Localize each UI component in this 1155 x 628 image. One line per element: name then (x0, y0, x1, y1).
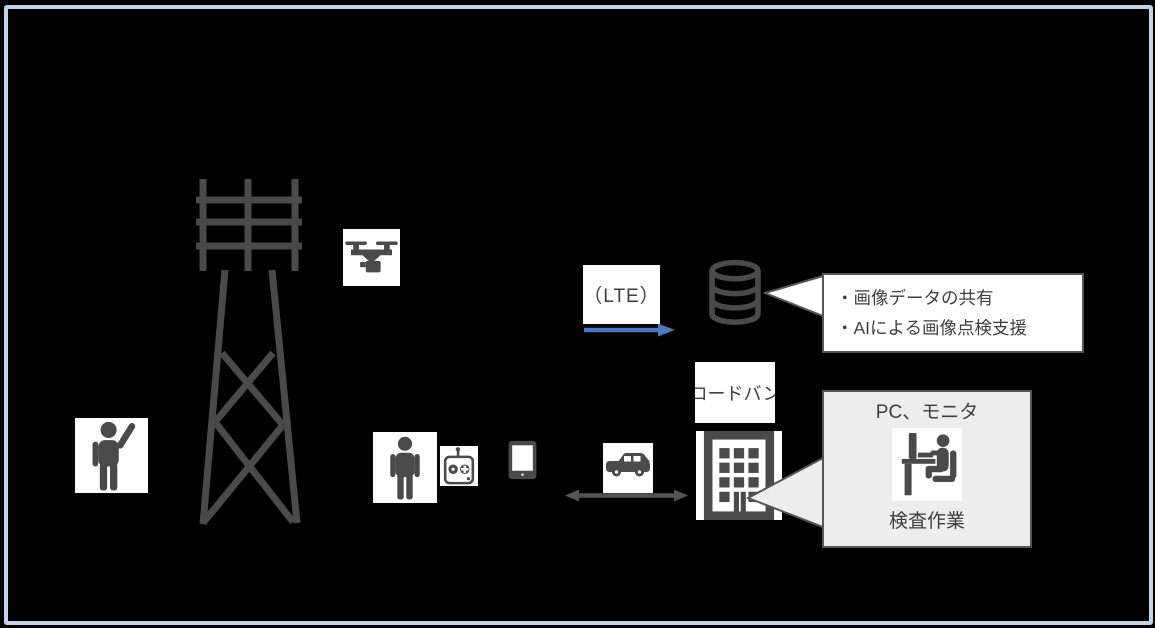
lte-label-box: （LTE） (583, 265, 660, 324)
diagram-border (4, 5, 1153, 625)
car-icon (606, 453, 650, 477)
tablet-icon (508, 440, 537, 480)
pilot-box (373, 432, 437, 503)
lte-uplink-arrow-icon (584, 323, 675, 337)
broadband-label: ブロードバンド (695, 383, 775, 404)
rc-controller-icon (443, 447, 475, 485)
transmission-tower-icon (196, 179, 302, 526)
controller-box (440, 446, 478, 486)
worker-raised-arm-icon (92, 421, 136, 491)
panel-callout-pointer (746, 456, 824, 529)
car-box (603, 443, 653, 493)
lte-label: （LTE） (583, 286, 660, 307)
inspection-desk-icon (901, 433, 957, 496)
panel-caption: 検査作業 (888, 511, 965, 532)
inspection-desk-box (892, 428, 962, 501)
pilot-person-icon (390, 436, 420, 500)
broadband-label-box: ブロードバンド (695, 362, 775, 423)
inspection-panel: PC、モニタ 検査作業 (822, 390, 1032, 548)
cloud-notes-callout: ・画像データの共有 ・AIによる画像点検支援 (822, 273, 1084, 353)
database-icon (709, 259, 761, 325)
drone-box (343, 229, 400, 286)
office-building-icon (703, 431, 775, 520)
cloud-callout-pointer (763, 274, 824, 318)
double-arrow-icon (565, 489, 688, 502)
panel-title: PC、モニタ (875, 402, 979, 423)
worker-box (75, 418, 148, 493)
cloud-note-1: ・画像データの共有 (836, 288, 994, 308)
drone-camera-icon (345, 241, 398, 273)
cloud-note-2: ・AIによる画像点検支援 (836, 318, 1028, 338)
